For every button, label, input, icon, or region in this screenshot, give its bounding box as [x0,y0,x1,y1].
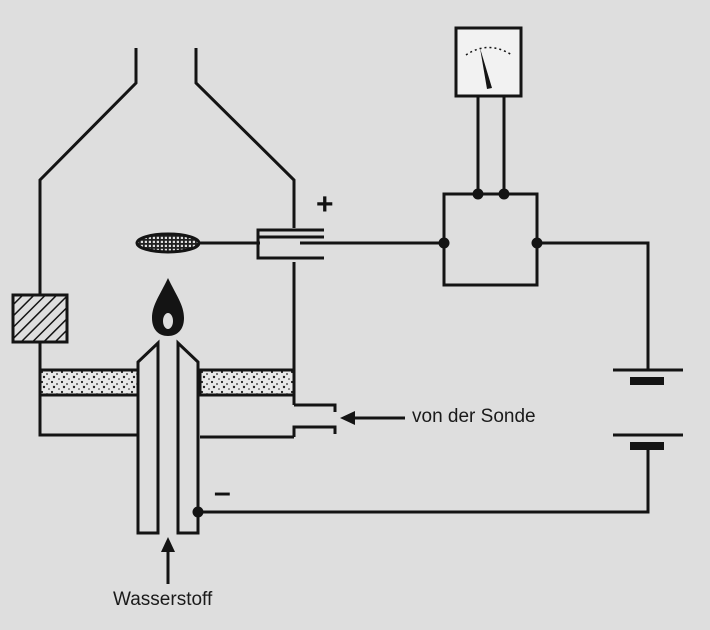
burner-jet [136,339,200,535]
circuit-bottom [198,450,650,514]
housing-outline [38,48,296,439]
meter-needle [480,48,492,89]
flame-icon [152,278,184,336]
circuit-right [537,241,650,370]
collector-electrode [135,232,201,254]
junction-dot [498,188,510,200]
negative-terminal-label: – [214,476,231,509]
probe-arrow-icon [340,411,355,425]
positive-terminal-label: + [316,188,334,221]
junction-dot [472,188,484,200]
flame-core [163,313,173,329]
hydrogen-arrow-icon [161,537,175,552]
junction-dot [531,237,543,249]
junction-dot [192,506,204,518]
junction-dot [438,237,450,249]
battery-plate-short-top [630,377,664,385]
probe-inlet-label: von der Sonde [412,406,536,427]
porous-band-right [198,368,296,397]
feedthrough [256,228,324,260]
hatched-block [11,293,69,344]
probe-inlet-tube [292,403,337,437]
hydrogen-inlet-label: Wasserstoff [113,589,213,610]
battery-plate-short-bottom [630,442,664,450]
amplifier-box [442,192,539,287]
porous-band-left [38,368,140,397]
